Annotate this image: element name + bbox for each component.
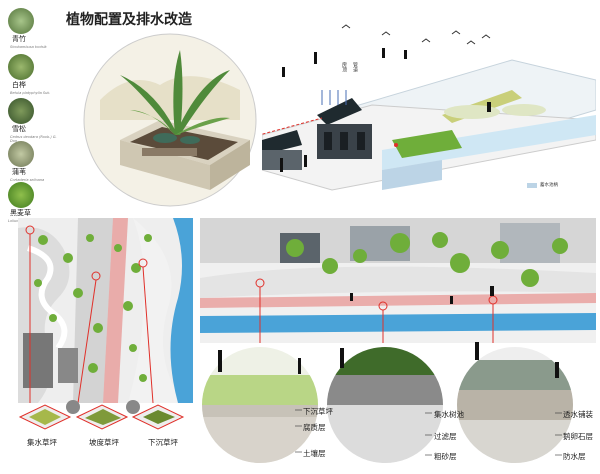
plant-latin: Cortaderia selloana bbox=[10, 178, 45, 182]
lawn-type-label: 坡度草坪 bbox=[89, 438, 119, 447]
legend-label: 蓄水池柄 bbox=[540, 183, 558, 188]
lawn-type-label: 集水草坪 bbox=[27, 438, 57, 447]
lawn-type-label: 下沉草坪 bbox=[148, 438, 178, 447]
plant-name: 蒲苇 bbox=[12, 168, 26, 176]
pipe-label: 管道 bbox=[352, 62, 358, 72]
layer-label: 集水树池 bbox=[434, 410, 464, 419]
layer-label: 下沉草坪 bbox=[303, 407, 333, 416]
cedar-thumbnail bbox=[8, 98, 34, 124]
lawn-type-thumbnails bbox=[18, 400, 185, 430]
drainage-section-diagram bbox=[262, 24, 596, 191]
plant-item-cedar: 雪松 Cedrus deodara (Roxb.) G. Don bbox=[6, 98, 64, 143]
layer-label: 粗砂层 bbox=[434, 452, 457, 461]
plant-item-bamboo: 青竹 Sinobambusa tootsik bbox=[6, 8, 47, 49]
site-plan-view bbox=[18, 218, 193, 403]
birch-thumbnail bbox=[8, 54, 34, 80]
plant-name: 黑麦草 bbox=[10, 209, 31, 217]
plant-name: 雪松 bbox=[12, 125, 26, 133]
layer-label: 过滤层 bbox=[434, 432, 457, 441]
page-title: 植物配置及排水改造 bbox=[66, 12, 192, 28]
layer-label: 透水铺装 bbox=[563, 410, 593, 419]
layer-label: 土壤层 bbox=[303, 449, 326, 458]
site-perspective-view bbox=[200, 218, 596, 343]
bamboo-thumbnail bbox=[8, 8, 34, 34]
plant-latin: Betula platyphylla Suk. bbox=[10, 91, 51, 95]
plant-item-birch: 白桦 Betula platyphylla Suk. bbox=[6, 54, 50, 95]
layer-label: 防水层 bbox=[563, 452, 586, 461]
ryegrass-thumbnail bbox=[8, 182, 34, 208]
layer-label: 鹅卵石层 bbox=[563, 432, 593, 441]
plant-item-ryegrass: 黑麦草 Lolium perenne L. bbox=[6, 182, 40, 223]
legend-swatch bbox=[527, 183, 537, 188]
pampas-thumbnail bbox=[8, 141, 34, 167]
planter-illustration bbox=[83, 33, 257, 207]
plant-item-pampas: 蒲苇 Cortaderia selloana bbox=[6, 141, 44, 182]
layer-label: 腐质层 bbox=[303, 423, 326, 432]
ground-layer-sections bbox=[202, 342, 573, 463]
plant-name: 青竹 bbox=[12, 35, 26, 43]
plant-name: 白桦 bbox=[12, 81, 26, 89]
plant-latin: Cedrus deodara (Roxb.) G. Don bbox=[10, 135, 57, 143]
plant-latin: Sinobambusa tootsik bbox=[10, 45, 47, 49]
roof-label: 房顶 bbox=[341, 62, 347, 72]
